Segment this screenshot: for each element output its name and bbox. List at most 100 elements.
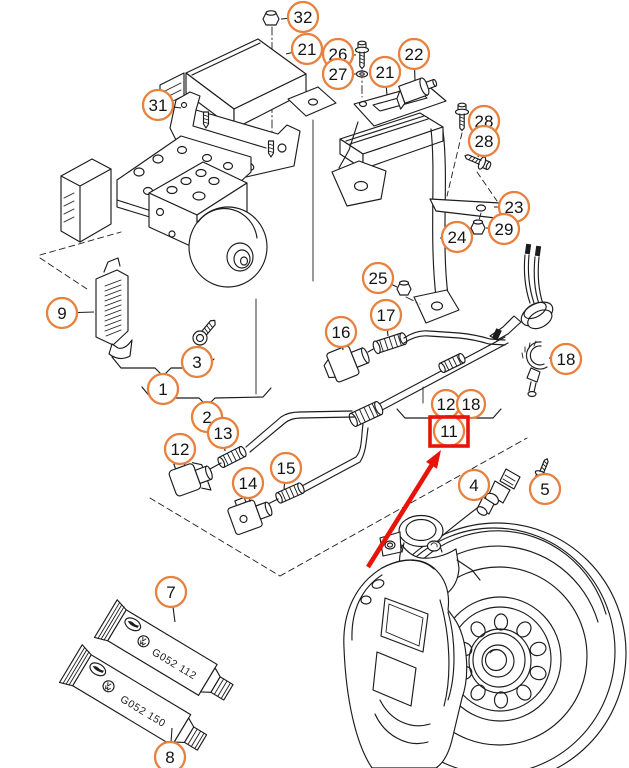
callout-22[interactable]: 22 bbox=[397, 37, 431, 81]
callout-number: 24 bbox=[448, 228, 467, 247]
callout-3[interactable]: 3 bbox=[180, 345, 214, 379]
nut-29-icon bbox=[470, 212, 486, 235]
callout-21a[interactable]: 21 bbox=[285, 32, 324, 66]
abs-unit bbox=[60, 135, 268, 288]
callout-ring bbox=[397, 37, 431, 71]
callout-8[interactable]: 8 bbox=[153, 727, 187, 768]
grease-tube-7: G052 112 bbox=[93, 599, 234, 701]
callout-29[interactable]: 29 bbox=[485, 212, 521, 246]
highlight-arrow-shaft bbox=[366, 458, 437, 569]
callout-24[interactable]: 24 bbox=[439, 220, 474, 254]
callout-18a[interactable]: 18 bbox=[548, 342, 583, 376]
callout-number: 25 bbox=[369, 269, 388, 288]
callout-number: 7 bbox=[166, 583, 175, 602]
callout-1[interactable]: 1 bbox=[146, 372, 180, 406]
callout-ring bbox=[440, 220, 474, 254]
callout-number: 12 bbox=[171, 440, 190, 459]
wheel-speed-sensor bbox=[441, 468, 521, 537]
connector-14 bbox=[227, 496, 273, 536]
sensor-22-icon bbox=[396, 77, 438, 110]
callout-ring bbox=[455, 388, 487, 420]
artwork: G052 112 G052 150 bbox=[39, 10, 627, 768]
callout-number: 17 bbox=[377, 306, 396, 325]
callout-ring bbox=[141, 88, 175, 122]
highlight-arrow-head bbox=[425, 450, 441, 469]
callout-ring bbox=[487, 212, 521, 246]
callout-21b[interactable]: 21 bbox=[368, 55, 402, 96]
callout-17[interactable]: 17 bbox=[369, 298, 403, 337]
callout-7[interactable]: 7 bbox=[154, 575, 188, 623]
screw-28a-icon bbox=[454, 102, 470, 132]
callout-number: 31 bbox=[149, 96, 168, 115]
abs-relay-box bbox=[60, 158, 112, 243]
callout-27[interactable]: 27 bbox=[321, 57, 356, 91]
callout-32[interactable]: 32 bbox=[280, 0, 320, 34]
callout-11[interactable]: 11 bbox=[432, 414, 466, 448]
callout-number: 22 bbox=[405, 45, 424, 64]
callout-9[interactable]: 9 bbox=[45, 296, 95, 330]
callout-ring bbox=[368, 55, 402, 89]
callout-number: 12 bbox=[437, 395, 456, 414]
callout-ring bbox=[549, 342, 583, 376]
vw-logo-icon bbox=[137, 635, 150, 648]
callout-5[interactable]: 5 bbox=[528, 472, 562, 506]
callout-12a[interactable]: 12 bbox=[430, 388, 462, 420]
screw-28b-icon bbox=[464, 154, 492, 171]
callout-ring bbox=[528, 472, 562, 506]
callout-number: 3 bbox=[192, 353, 201, 372]
inline-coupling bbox=[438, 352, 466, 374]
callout-15[interactable]: 15 bbox=[269, 451, 303, 490]
callout-number: 14 bbox=[239, 474, 258, 493]
callout-number: 15 bbox=[277, 459, 296, 478]
callout-ring bbox=[163, 432, 197, 466]
callout-ring bbox=[457, 468, 491, 502]
callout-ring bbox=[369, 298, 403, 332]
callout-14[interactable]: 14 bbox=[231, 466, 265, 503]
callout-ring bbox=[231, 466, 265, 500]
callout-31[interactable]: 31 bbox=[141, 88, 182, 122]
callout-number: 18 bbox=[557, 350, 576, 369]
hub-bolt-holes bbox=[455, 613, 547, 709]
callout-number: 28 bbox=[475, 132, 494, 151]
grease-tube-8: G052 150 bbox=[58, 644, 208, 751]
stud-icon bbox=[267, 140, 275, 158]
connector-9 bbox=[95, 257, 133, 360]
abs-valve-block bbox=[148, 161, 248, 250]
connector-12 bbox=[168, 460, 213, 497]
callout-number: 21 bbox=[298, 40, 317, 59]
callout-ring bbox=[206, 416, 240, 450]
callout-ring bbox=[153, 740, 187, 768]
callout-ring bbox=[290, 32, 324, 66]
stud-icon bbox=[202, 111, 210, 129]
vw-logo-icon bbox=[102, 680, 115, 693]
callout-18b[interactable]: 18 bbox=[455, 388, 487, 420]
callout-4[interactable]: 4 bbox=[457, 468, 491, 502]
brake-caliper bbox=[343, 559, 468, 768]
callout-16[interactable]: 16 bbox=[324, 315, 358, 351]
callout-28b[interactable]: 28 bbox=[467, 124, 501, 158]
coupling-15 bbox=[275, 482, 305, 504]
callout-number: 23 bbox=[505, 198, 524, 217]
callout-number: 2 bbox=[202, 408, 211, 427]
callout-13[interactable]: 13 bbox=[206, 416, 240, 452]
callout-number: 18 bbox=[462, 395, 481, 414]
callout-number: 8 bbox=[165, 748, 174, 767]
harness-junction bbox=[348, 401, 384, 427]
callout-ring bbox=[467, 124, 501, 158]
wiring-harness bbox=[168, 243, 554, 536]
highlight-annotation bbox=[366, 415, 470, 569]
callout-number: 16 bbox=[332, 323, 351, 342]
abs-pump-motor bbox=[188, 206, 268, 288]
callout-25[interactable]: 25 bbox=[361, 261, 398, 295]
callout-ring bbox=[321, 57, 355, 91]
callout-number: 4 bbox=[469, 476, 478, 495]
callout-number: 9 bbox=[57, 304, 66, 323]
callout-ring bbox=[269, 451, 303, 485]
callout-ring bbox=[146, 372, 180, 406]
callout-ring bbox=[324, 315, 358, 349]
coupling-13 bbox=[217, 445, 247, 469]
callout-12b[interactable]: 12 bbox=[163, 432, 197, 466]
module-bracket-assembly bbox=[331, 77, 511, 324]
